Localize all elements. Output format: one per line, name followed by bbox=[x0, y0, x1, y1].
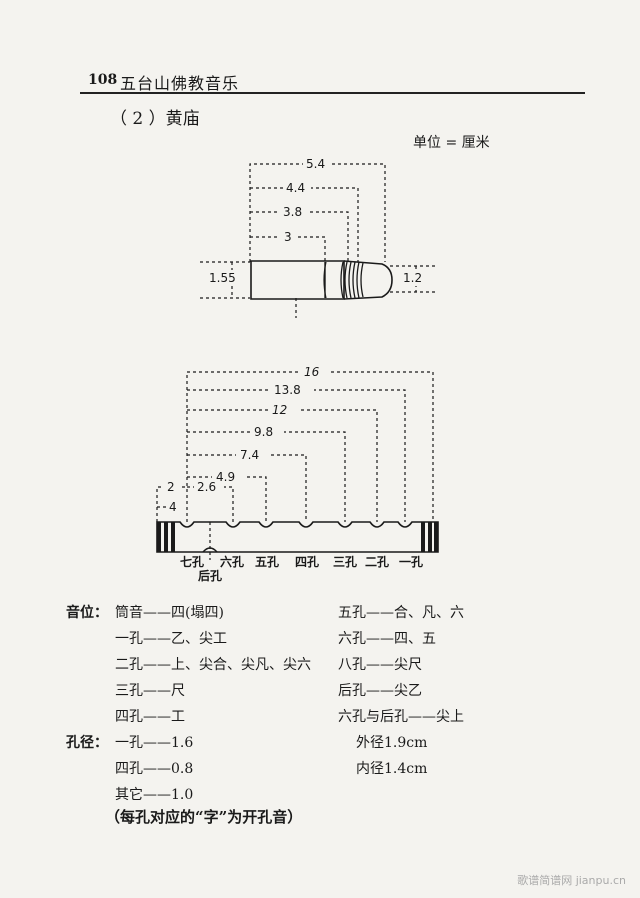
dim-label-4: 4 bbox=[169, 500, 177, 514]
fingering-right-1: 五孔——合、凡、六 bbox=[338, 605, 464, 621]
fingering-left-3: 二孔——上、尖合、尖凡、尖六 bbox=[115, 657, 311, 673]
bore-label: 孔径： bbox=[66, 735, 108, 751]
hole-label-back: 后孔 bbox=[198, 568, 222, 583]
fingering-left-1: 筒音——四(塌四) bbox=[115, 605, 224, 621]
dim-box bbox=[268, 402, 298, 418]
dim-box bbox=[236, 447, 270, 463]
fingering-left-4: 三孔——尺 bbox=[115, 683, 185, 699]
dim-box bbox=[300, 364, 330, 380]
dim-label-4-9: 4.9 bbox=[216, 470, 235, 484]
dim-box bbox=[280, 229, 296, 245]
hole-label-3: 三孔 bbox=[333, 555, 357, 569]
fingering-label: 音位： bbox=[66, 605, 108, 621]
fingering-left-2: 一孔——乙、尖工 bbox=[115, 631, 227, 647]
figure-pipe-body bbox=[156, 371, 439, 560]
bore-left-3: 其它——1.0 bbox=[115, 787, 194, 803]
bore-left-1: 一孔——1.6 bbox=[115, 735, 194, 751]
dim-box bbox=[280, 204, 308, 220]
dim-box bbox=[166, 499, 184, 515]
footnote: （每孔对应的“字”为开孔音） bbox=[105, 808, 303, 826]
fingering-left-5: 四孔——工 bbox=[115, 709, 185, 725]
fingering-right-3: 八孔——尖尺 bbox=[338, 657, 422, 673]
dim-box bbox=[164, 479, 182, 495]
dim-label-3: 3 bbox=[284, 230, 292, 244]
hole-label-6: 六孔 bbox=[220, 554, 244, 569]
hole-label-5: 五孔 bbox=[255, 555, 279, 569]
fingering-right-5: 六孔与后孔——尖上 bbox=[338, 709, 464, 725]
dim-box bbox=[303, 156, 331, 172]
hole-label-7: 七孔 bbox=[180, 555, 204, 569]
header-rule bbox=[80, 92, 585, 94]
dim-label-2-6: 2.6 bbox=[197, 480, 216, 494]
hole-label-4: 四孔 bbox=[295, 555, 319, 569]
dim-label-4-4: 4.4 bbox=[286, 181, 305, 195]
figure-mouthpiece bbox=[200, 163, 435, 318]
dim-label-12: 12 bbox=[272, 403, 287, 417]
hole-label-1: 一孔 bbox=[399, 555, 423, 569]
dim-box bbox=[206, 270, 242, 286]
dim-label-diameter-left: 1.55 bbox=[209, 271, 236, 285]
dim-label-2: 2 bbox=[167, 480, 175, 494]
section-title: （ 2 ）黄庙 bbox=[110, 109, 200, 129]
book-title: 五台山佛教音乐 bbox=[120, 74, 240, 93]
end-band-left bbox=[157, 522, 175, 552]
end-band-right bbox=[421, 522, 438, 552]
unit-label: 单位 = 厘米 bbox=[413, 135, 490, 151]
watermark: 歌谱简谱网 jianpu.cn bbox=[517, 874, 626, 887]
dim-box bbox=[400, 270, 430, 286]
dim-label-7-4: 7.4 bbox=[240, 448, 259, 462]
dim-label-diameter-right: 1.2 bbox=[403, 271, 422, 285]
dim-box bbox=[283, 180, 311, 196]
page-number: 108 bbox=[88, 72, 118, 88]
dim-box bbox=[194, 479, 224, 495]
bore-right-1: 外径1.9cm bbox=[356, 735, 428, 751]
fingering-right-2: 六孔——四、五 bbox=[338, 631, 436, 647]
dim-label-3-8: 3.8 bbox=[283, 205, 302, 219]
hole-label-2: 二孔 bbox=[365, 555, 389, 569]
dim-box bbox=[250, 424, 284, 440]
fingering-right-4: 后孔——尖乙 bbox=[338, 683, 422, 699]
dim-label-16: 16 bbox=[304, 365, 320, 379]
dim-label-9-8: 9.8 bbox=[254, 425, 273, 439]
dim-label-5-4: 5.4 bbox=[306, 157, 325, 171]
bore-left-2: 四孔——0.8 bbox=[115, 761, 194, 777]
dim-box bbox=[270, 382, 314, 398]
dim-label-13-8: 13.8 bbox=[274, 383, 301, 397]
bore-right-2: 内径1.4cm bbox=[356, 761, 428, 777]
